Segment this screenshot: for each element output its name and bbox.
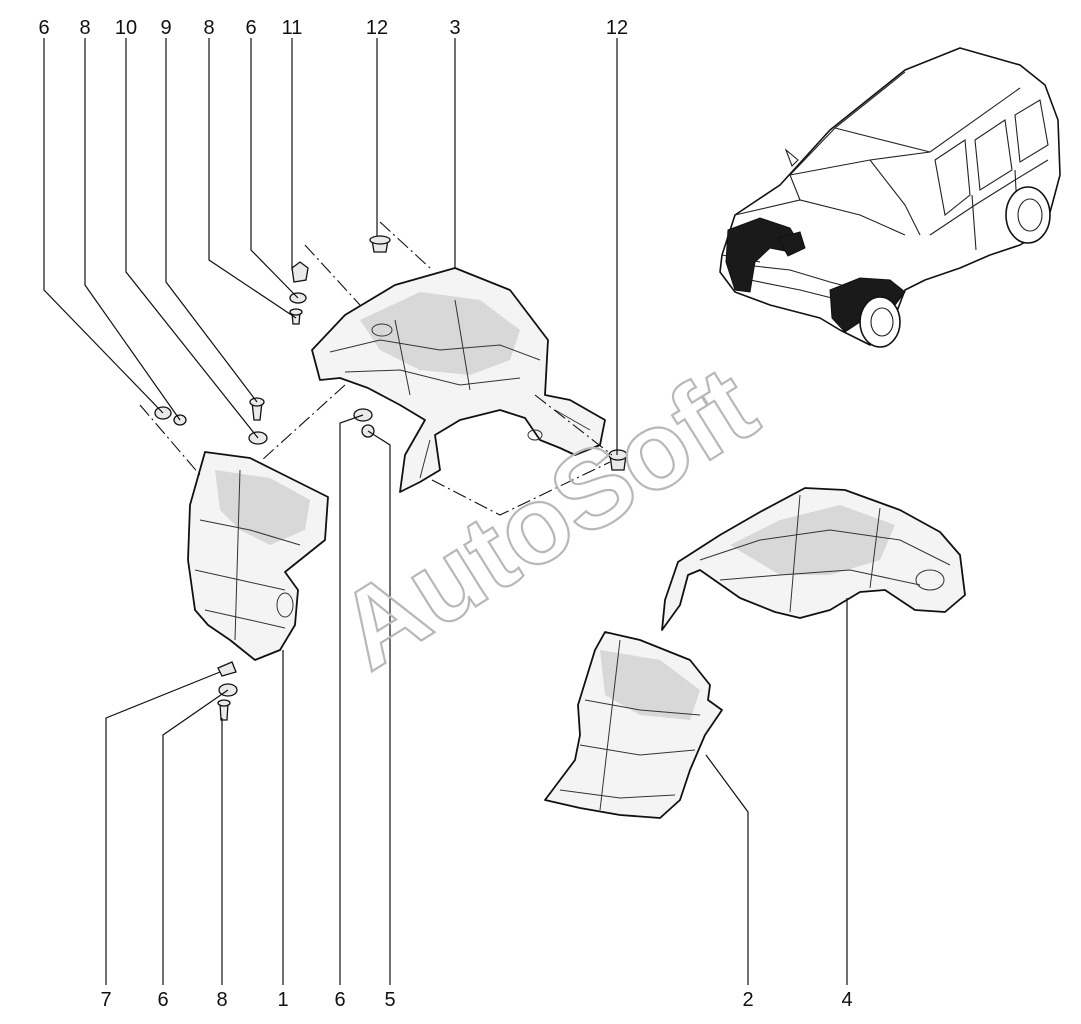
callout-8: 8 (203, 17, 214, 39)
assembly-lines (139, 221, 613, 516)
callout-6: 6 (38, 17, 49, 39)
callout-10: 10 (115, 17, 137, 39)
vehicle-overview (719, 47, 1061, 348)
callout-3: 3 (449, 17, 460, 39)
callout-6: 6 (157, 989, 168, 1011)
leader-lines (43, 38, 848, 985)
callout-12: 12 (366, 17, 388, 39)
callout-labels-bottom: 7 6 8 1 6 5 2 4 (100, 989, 852, 1011)
callout-8: 8 (216, 989, 227, 1011)
callout-1: 1 (277, 989, 288, 1011)
callout-7: 7 (100, 989, 111, 1011)
part-3-upper-front-liner (311, 267, 606, 493)
callout-9: 9 (160, 17, 171, 39)
callout-2: 2 (742, 989, 753, 1011)
part-4-rear-upper-liner (661, 487, 966, 631)
callout-11: 11 (282, 17, 303, 39)
callout-8: 8 (79, 17, 90, 39)
callout-4: 4 (841, 989, 852, 1011)
callout-6: 6 (245, 17, 256, 39)
part-2-rear-lower-liner (544, 631, 723, 819)
callout-12: 12 (606, 17, 628, 39)
callout-6: 6 (334, 989, 345, 1011)
callout-5: 5 (384, 989, 395, 1011)
callout-labels-top: 6 8 10 9 8 6 11 12 3 12 (38, 17, 628, 39)
part-1-front-liner (187, 451, 329, 661)
